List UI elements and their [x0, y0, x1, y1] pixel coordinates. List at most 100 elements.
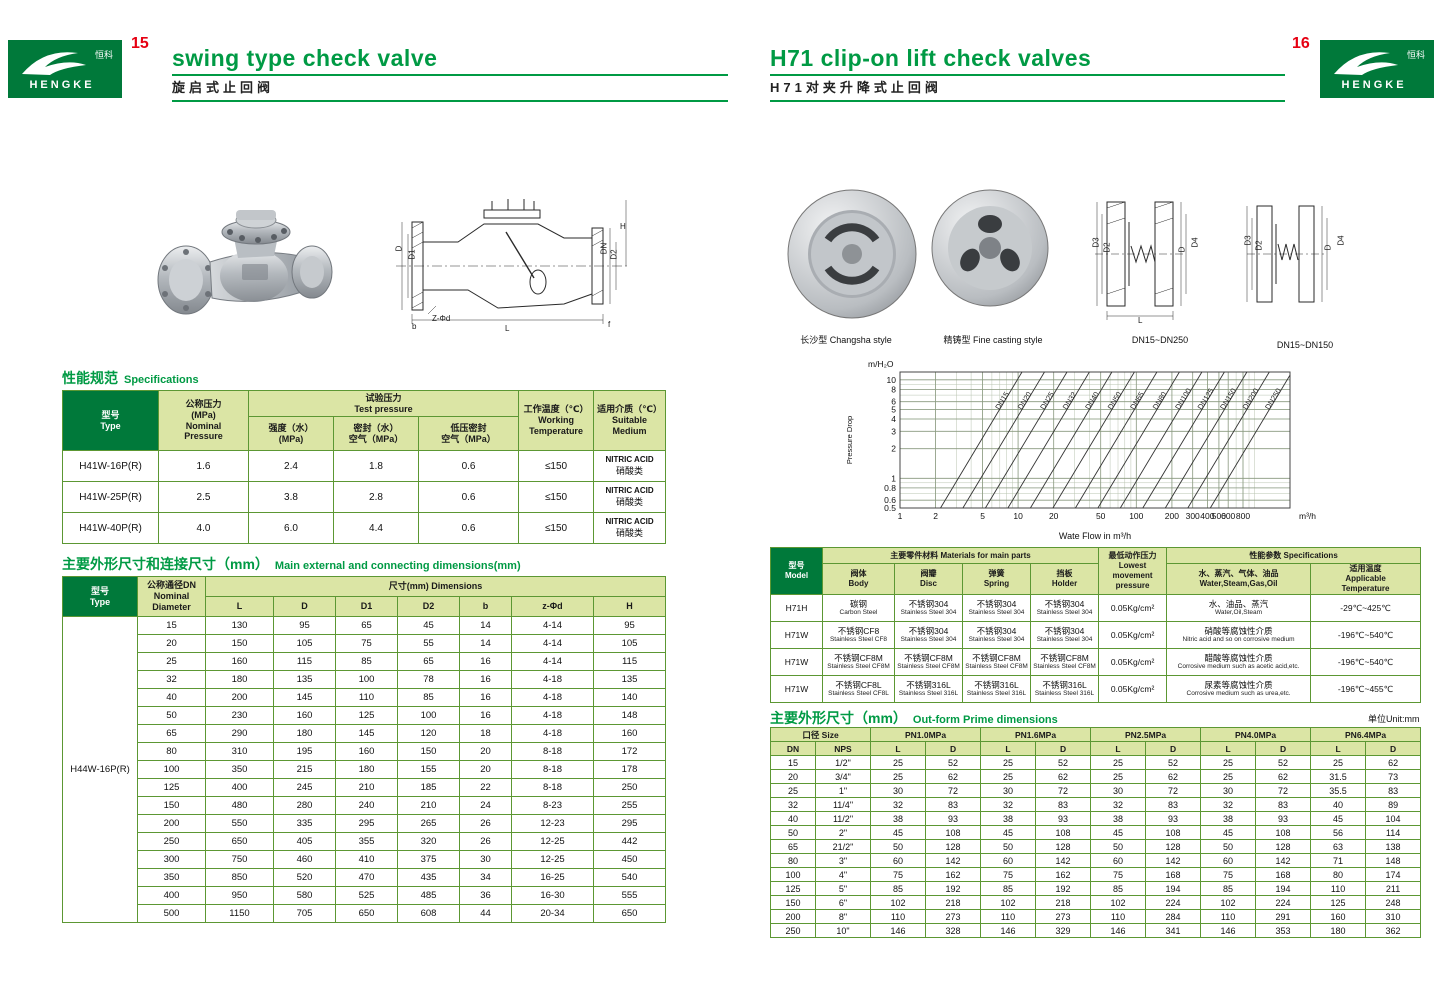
cell: 135: [592, 670, 667, 689]
dim-section-title-en: Main external and connecting dimensions(…: [274, 560, 521, 572]
cell: 62: [1255, 769, 1312, 784]
cell: 1/2": [815, 755, 871, 770]
cell: 160: [1310, 909, 1367, 924]
cell: 142: [1035, 853, 1092, 868]
cell: 105: [273, 634, 336, 653]
dim-label-D4: D4: [1336, 235, 1346, 246]
cell: 100: [770, 867, 816, 882]
cell: 110: [335, 688, 398, 707]
cell: 480: [205, 796, 274, 815]
out-h-pn10: PN1.0MPa: [869, 727, 982, 742]
cell: 300: [137, 850, 206, 869]
divider-line: [770, 74, 1285, 76]
cell: 110: [1200, 909, 1257, 924]
pressure-cell: 0.05Kg/cm²: [1098, 648, 1168, 676]
cell: 95: [273, 616, 336, 635]
en-text: Stainless Steel 304: [900, 609, 957, 617]
dim-h-D2: D2: [397, 596, 460, 617]
cell: 110: [1090, 909, 1147, 924]
cell: 102: [1200, 895, 1257, 910]
dn-curve: [985, 371, 1068, 509]
zh-text: 不锈钢CF8M: [904, 653, 953, 663]
cell: 3/4": [815, 769, 871, 784]
dn-curve-label: DN200: [1241, 387, 1261, 412]
cell: 375: [397, 850, 460, 869]
zh-text: 硝酸等腐蚀性介质: [1204, 626, 1273, 636]
dn-curve-label: DN25: [1038, 390, 1056, 411]
cell: 105: [592, 634, 667, 653]
cell: 140: [592, 688, 667, 707]
cell: 14: [459, 616, 512, 635]
cell: 50: [137, 706, 206, 725]
dn-curve: [1119, 371, 1203, 509]
cell: 125: [770, 881, 816, 896]
en-text: Stainless Steel CF8M: [1033, 663, 1096, 671]
cell: 16: [459, 688, 512, 707]
x-tick-label: 20: [1049, 511, 1059, 521]
en-text: Nitric acid and so on corrosive medium: [1182, 636, 1295, 644]
cell: 180: [1310, 923, 1367, 938]
spec-section-title-en: Specifications: [124, 374, 199, 386]
right-title-block: H71 clip-on lift check valves H71对夹升降式止回…: [770, 45, 1285, 105]
cell: 180: [205, 670, 274, 689]
cell: 218: [1035, 895, 1092, 910]
mat-h-model: 型号 Model: [770, 547, 823, 595]
cell: 45: [1090, 825, 1147, 840]
cell: 25: [1090, 769, 1147, 784]
dim-h-D1: D1: [335, 596, 398, 617]
dim-section-title: 主要外形尺寸和连接尺寸（mm） Main external and connect…: [62, 554, 521, 574]
cell: 24: [459, 796, 512, 815]
cell: 362: [1365, 923, 1422, 938]
cell: 4-18: [511, 724, 594, 743]
dn-curve-label: DN40: [1083, 390, 1101, 411]
cell: 4-18: [511, 688, 594, 707]
en-text: Stainless Steel 316L: [966, 690, 1027, 698]
cell: 72: [1145, 783, 1202, 798]
y-tick-label: 3: [891, 426, 896, 436]
dn-curve-label: DN80: [1151, 390, 1169, 411]
cell: 265: [397, 814, 460, 833]
out-h-l: L: [870, 741, 926, 756]
cell: 110: [870, 909, 926, 924]
cell: 104: [1365, 811, 1422, 826]
cell: 4-14: [511, 616, 594, 635]
cell: 150: [770, 895, 816, 910]
cell: 174: [1365, 867, 1422, 882]
dim-label-D3: D3: [1091, 237, 1101, 248]
spec-h-lowseal: 低压密封 空气（MPa）: [417, 416, 520, 451]
mat-h-main: 主要零件材料 Materials for main parts: [821, 547, 1100, 564]
cell: 310: [1365, 909, 1422, 924]
cell: 102: [870, 895, 926, 910]
en-text: Stainless Steel CF8: [829, 636, 888, 644]
temp-cell: -196℃~540℃: [1310, 648, 1422, 676]
cell: 45: [397, 616, 460, 635]
out-h-l: L: [1200, 741, 1257, 756]
dim-h-b: b: [459, 596, 512, 617]
pressure-cell: 0.05Kg/cm²: [1098, 594, 1168, 622]
cell: 120: [397, 724, 460, 743]
dim-h-H: H: [592, 596, 667, 617]
cell: 142: [1255, 853, 1312, 868]
cell: 192: [1035, 881, 1092, 896]
dim-label-D2: D2: [1254, 240, 1264, 251]
x-tick-label: 5: [980, 511, 985, 521]
cell: 4-14: [511, 634, 594, 653]
cell: 71: [1310, 853, 1367, 868]
dim-section-title-zh: 主要外形尺寸和连接尺寸（mm）: [62, 556, 269, 572]
cell: 350: [205, 760, 274, 779]
